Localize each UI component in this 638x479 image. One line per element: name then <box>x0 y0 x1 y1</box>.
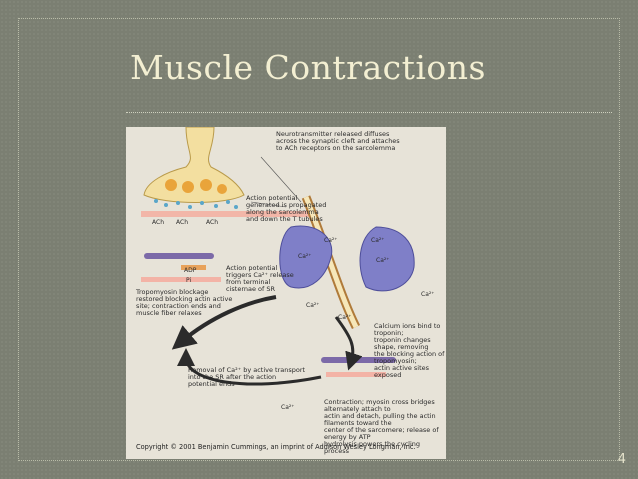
label-step2: Action potential triggers Ca²⁺ release f… <box>226 264 294 293</box>
muscle-contraction-diagram: Neurotransmitter released diffuses acros… <box>126 127 446 459</box>
label-ach-2: ACh <box>176 219 188 226</box>
diagram-art <box>132 127 440 457</box>
label-step4: Contraction; myosin cross bridges altern… <box>324 398 439 455</box>
label-neurotransmitter: Neurotransmitter released diffuses acros… <box>276 130 400 152</box>
label-ca-4: Ca²⁺ <box>376 257 390 264</box>
vesicle <box>182 181 194 193</box>
axon-terminal <box>143 127 245 203</box>
label-ach-1: ACh <box>152 219 164 226</box>
label-step6: Tropomyosin blockage restored blocking a… <box>136 288 233 317</box>
arrow-step3-4 <box>334 316 363 371</box>
label-ca-1: Ca²⁺ <box>324 237 338 244</box>
arrow-step5 <box>177 348 322 386</box>
sarcoplasmic-reticulum-left <box>279 225 333 289</box>
sarcoplasmic-reticulum-right <box>359 226 415 292</box>
sarcolemma <box>141 211 301 217</box>
label-pi: Pi <box>186 277 192 284</box>
label-ca-2: Ca²⁺ <box>371 237 385 244</box>
vesicle <box>217 184 227 194</box>
label-ca-3: Ca²⁺ <box>298 253 312 260</box>
title-divider <box>126 112 612 113</box>
arrow-step6 <box>171 295 277 350</box>
slide-frame <box>18 18 620 461</box>
label-step1: Action potential generated is propagated… <box>246 194 327 223</box>
label-ca-5: Ca²⁺ <box>306 302 320 309</box>
label-ach-3: ACh <box>206 219 218 226</box>
ach-molecules <box>154 199 238 209</box>
page-number: 4 <box>617 452 626 467</box>
label-step5: Removal of Ca²⁺ by active transport into… <box>188 366 306 388</box>
vesicle <box>165 179 177 191</box>
label-ca-8: Ca²⁺ <box>281 404 295 411</box>
vesicle <box>200 179 212 191</box>
actin-filament-top <box>141 253 221 282</box>
label-step3: Calcium ions bind to troponin; troponin … <box>374 322 445 379</box>
slide-title: Muscle Contractions <box>130 48 486 87</box>
label-ca-7: Ca²⁺ <box>421 291 435 298</box>
label-adp: ADP <box>184 267 197 274</box>
label-ca-6: Ca²⁺ <box>338 314 352 321</box>
copyright-credit: Copyright © 2001 Benjamin Cummings, an i… <box>136 443 416 451</box>
